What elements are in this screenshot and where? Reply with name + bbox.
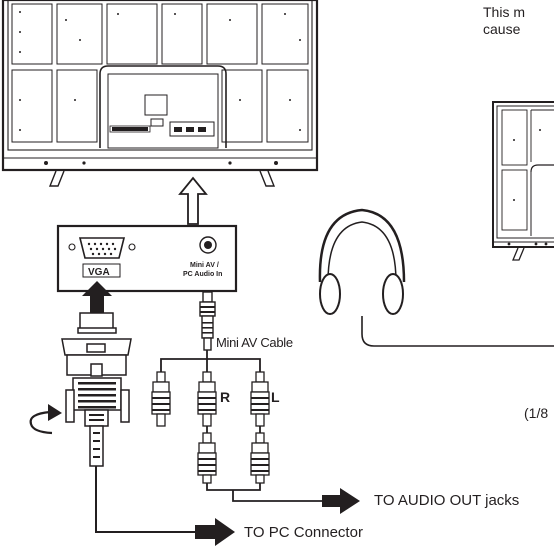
vga-up-arrow-icon (82, 281, 112, 313)
to-audio-out-label: TO AUDIO OUT jacks (374, 492, 520, 509)
mini-av-cable (199, 291, 216, 351)
vga-port-label: VGA (88, 267, 110, 278)
audio-port-label-1: Mini AV / (190, 262, 219, 269)
note-line-1: This m (483, 4, 525, 20)
headphones-icon (318, 208, 554, 347)
pc-cable-line (95, 466, 195, 533)
tv-back-main (1, 0, 319, 187)
plug-size-label: (1/8 (524, 405, 549, 421)
tv-back-secondary (492, 101, 554, 261)
note-line-2: cause (483, 21, 521, 37)
audio-port-label-2: PC Audio In (183, 271, 222, 278)
audio-out-arrow-icon (322, 488, 360, 514)
pc-arrow-icon (195, 518, 235, 546)
channel-right-label: R (220, 389, 231, 405)
vga-plug-details (78, 382, 116, 458)
to-pc-connector-label: TO PC Connector (244, 524, 363, 541)
audio-cable-line (232, 490, 322, 502)
connector-panel (56, 224, 238, 293)
tv-back-details (19, 11, 301, 165)
mini-av-cable-label: Mini AV Cable (216, 335, 293, 350)
up-arrow-icon (178, 176, 208, 225)
channel-left-label: L (271, 389, 280, 405)
rotate-arrow-icon (48, 404, 62, 421)
